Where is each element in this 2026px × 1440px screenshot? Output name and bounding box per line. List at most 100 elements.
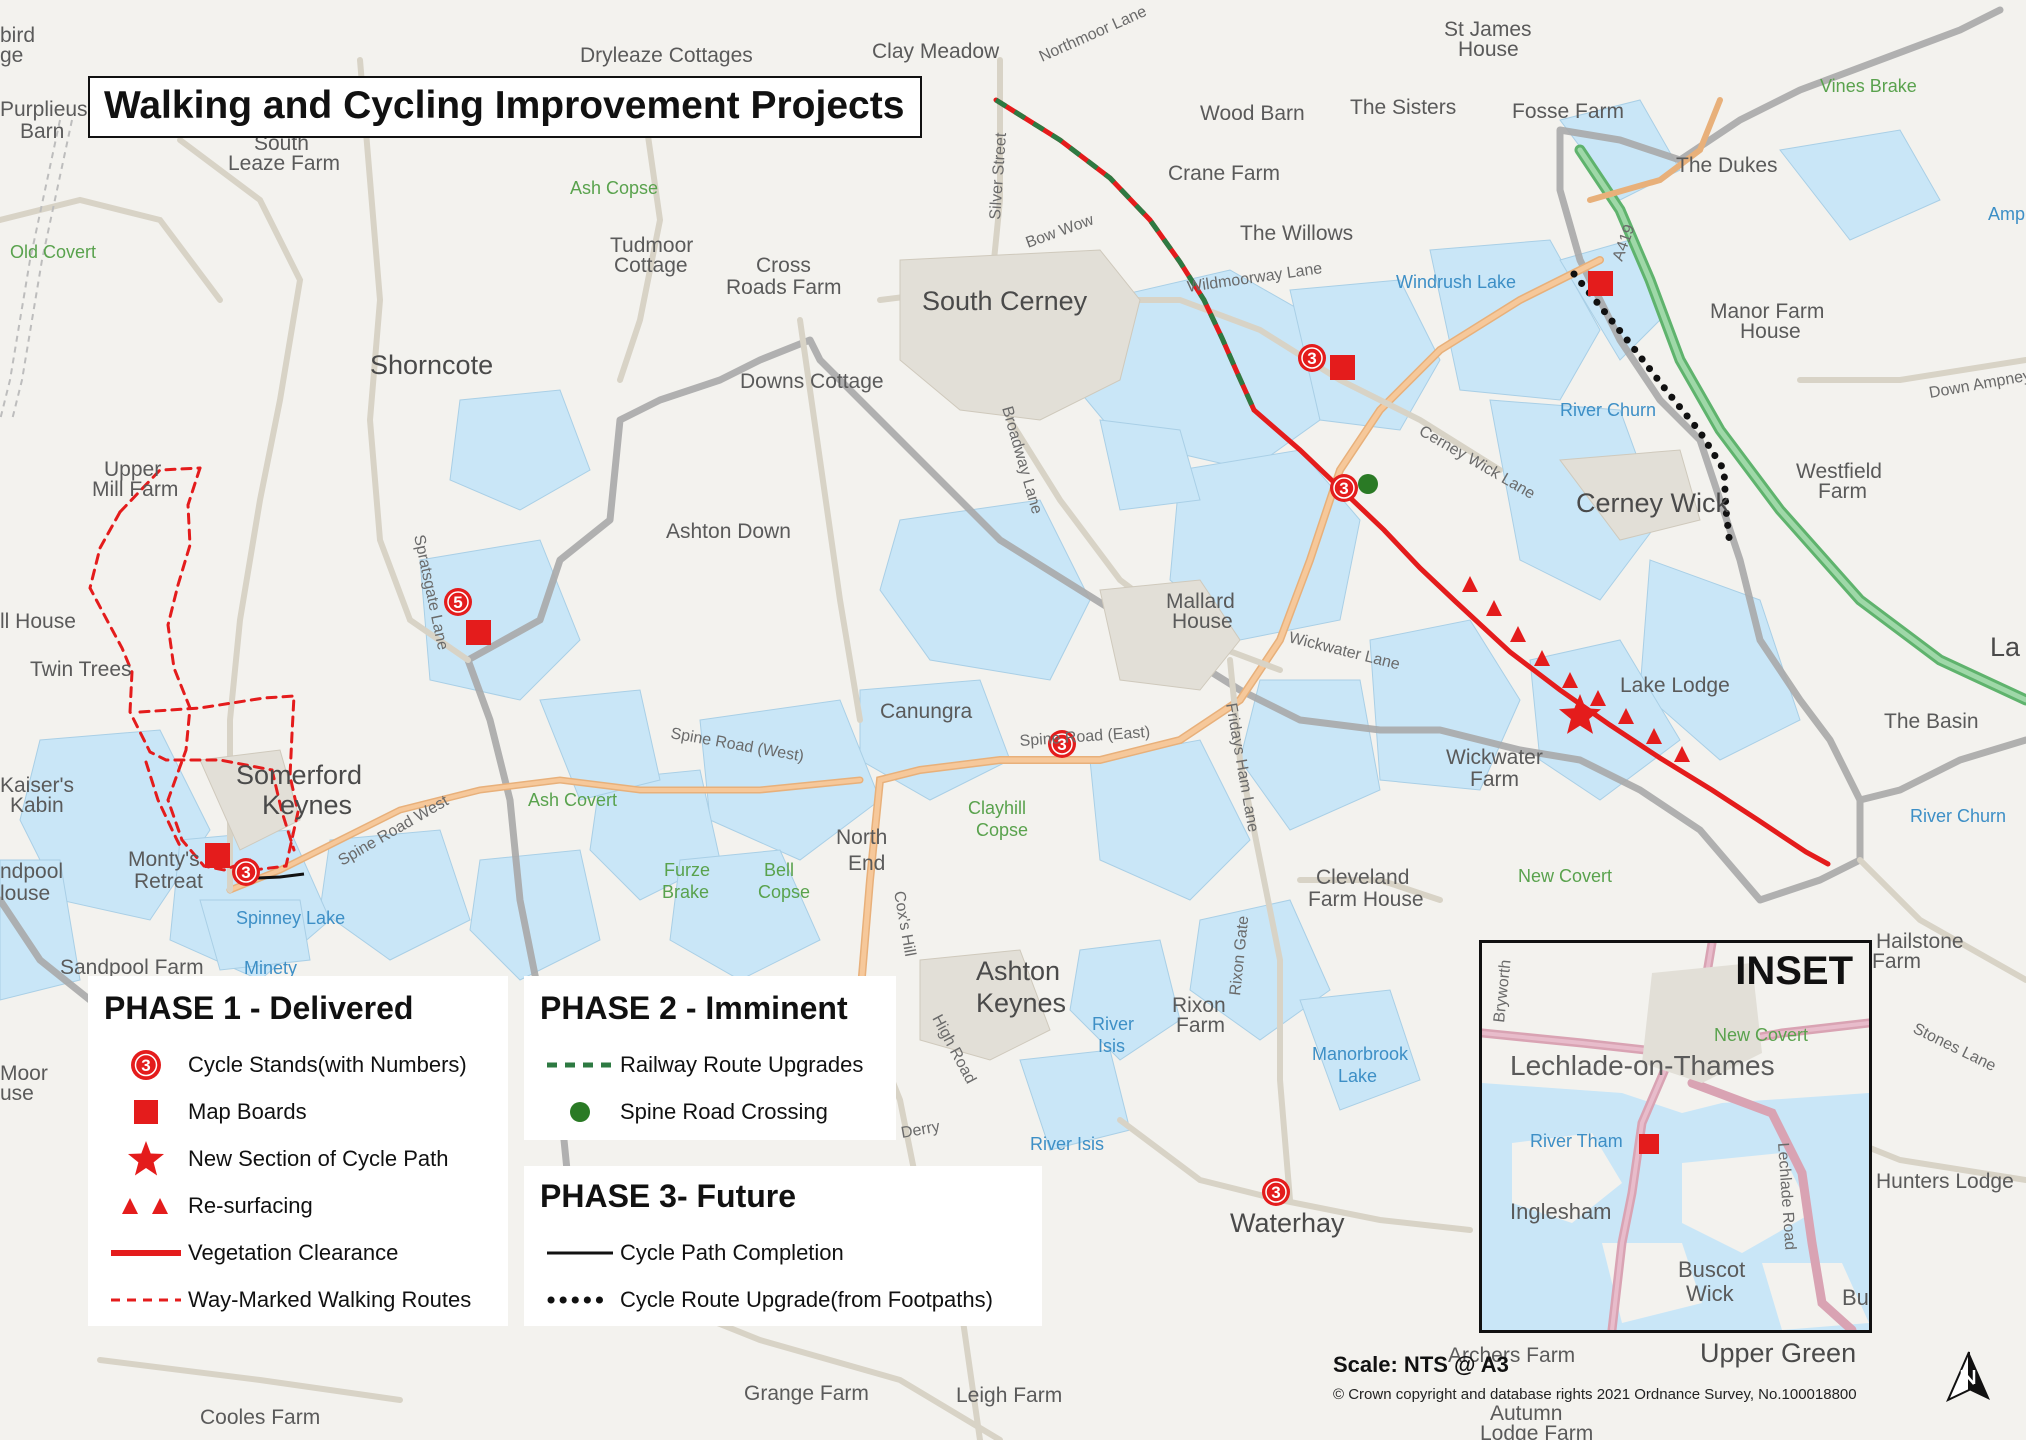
resurfacing-triangle — [1486, 600, 1502, 616]
legend-label: Cycle Route Upgrade(from Footpaths) — [620, 1286, 993, 1312]
place-label: Farm — [1872, 950, 1921, 973]
place-label: Clay Meadow — [872, 40, 1000, 63]
town-label: House — [1172, 610, 1233, 633]
place-label: Upper — [104, 458, 161, 481]
water-label: Amp — [1988, 204, 2025, 224]
water-label: River — [1092, 1014, 1134, 1034]
wood-label: Copse — [758, 882, 810, 902]
resurfacing-triangle — [1646, 728, 1662, 744]
black-line-icon — [540, 1236, 620, 1270]
place-label: Westfield — [1796, 460, 1882, 483]
cycle-stand-number: 3 — [241, 863, 250, 882]
place-label: Cleveland — [1316, 866, 1409, 889]
cycle-stand-icon: 3 — [104, 1048, 188, 1082]
place-label: Fosse Farm — [1512, 100, 1624, 123]
place-label: Twin Trees — [30, 658, 132, 681]
place-label: Archers Farm — [1448, 1344, 1575, 1367]
legend-row-new-path: New Section of Cycle Path — [104, 1135, 508, 1182]
wood-label: Bell — [764, 860, 794, 880]
town-label: Shorncote — [370, 350, 493, 380]
place-label: Dryleaze Cottages — [580, 44, 753, 67]
place-label: Cross — [756, 254, 811, 277]
place-label: Cottage — [614, 254, 688, 277]
cycle-stand-number: 3 — [1271, 1183, 1280, 1202]
spine-road-crossing-dot — [1358, 474, 1378, 494]
legend-row-spine-crossing: Spine Road Crossing — [540, 1088, 896, 1135]
legend-label: Vegetation Clearance — [188, 1239, 399, 1265]
copyright-note: © Crown copyright and database rights 20… — [1333, 1386, 1857, 1403]
place-label: Kaiser's — [0, 774, 74, 797]
town-label: Upper Green — [1700, 1338, 1856, 1368]
legend-label: Re-surfacing — [188, 1192, 313, 1218]
place-label: Autumn — [1490, 1402, 1562, 1425]
cycle-stand-marker: 3 — [232, 858, 260, 886]
resurfacing-triangle — [1534, 650, 1550, 666]
legend-row-walking: Way-Marked Walking Routes — [104, 1276, 508, 1323]
water-label: Minety — [244, 958, 297, 978]
road-label: Derry — [900, 1118, 941, 1142]
cycle-stand-number: 3 — [1307, 349, 1316, 368]
inset-place-label: Inglesham — [1510, 1199, 1612, 1224]
legend-phase3-heading: PHASE 3- Future — [540, 1178, 797, 1214]
map-title: Walking and Cycling Improvement Projects — [104, 84, 905, 127]
inset-road-label: Bryworth — [1491, 959, 1515, 1024]
triangle-icon — [104, 1189, 188, 1223]
cycle-stand-marker: 3 — [1330, 474, 1358, 502]
lakes — [0, 99, 1941, 1151]
map-boards — [205, 271, 1613, 868]
legend-phase2-heading: PHASE 2 - Imminent — [540, 990, 848, 1026]
resurfacing-triangle — [1674, 746, 1690, 762]
town-label: Cerney Wick — [1576, 488, 1730, 518]
title-box: Walking and Cycling Improvement Projects — [88, 76, 923, 138]
place-label: Moor — [0, 1062, 48, 1085]
place-label: St James — [1444, 18, 1532, 41]
resurfacing-triangle — [1462, 576, 1478, 592]
wood-label: Clayhill — [968, 798, 1026, 818]
place-label: Lodge Farm — [1480, 1422, 1593, 1440]
place-label: Manor Farm — [1710, 300, 1824, 323]
legend-cycle-stand-number: 3 — [141, 1056, 150, 1075]
town-label: Canungra — [880, 700, 973, 723]
place-label: Leigh Farm — [956, 1384, 1062, 1407]
wood-label: Ash Covert — [528, 790, 617, 810]
water-label: Windrush Lake — [1396, 272, 1516, 292]
water-label: Lake — [1338, 1066, 1377, 1086]
place-label: La — [1990, 632, 2021, 662]
place-label: The Dukes — [1676, 154, 1778, 177]
place-label: The Willows — [1240, 222, 1353, 245]
place-label: The Basin — [1884, 710, 1979, 733]
legend-label: Spine Road Crossing — [620, 1098, 828, 1124]
railway-route-upgrade — [994, 97, 1257, 412]
legend-label: Railway Route Upgrades — [620, 1051, 864, 1077]
town-label: Waterhay — [1230, 1208, 1345, 1238]
inset-map-board-square — [1639, 1134, 1659, 1154]
legend-label: Way-Marked Walking Routes — [188, 1286, 472, 1312]
place-label: Rixon — [1172, 994, 1226, 1017]
place-label: Wood Barn — [1200, 102, 1305, 125]
north-arrow-icon — [1946, 1351, 1990, 1403]
place-label: Farm — [1176, 1014, 1225, 1037]
resurfacing-triangle — [1590, 690, 1606, 706]
place-label: Hunters Lodge — [1876, 1170, 2014, 1193]
legend-phase1-heading: PHASE 1 - Delivered — [104, 990, 414, 1026]
legend-row-railway: Railway Route Upgrades — [540, 1041, 896, 1088]
water-label: River Churn — [1910, 806, 2006, 826]
cycle-stands: 3 3 3 5 3 3 — [232, 344, 1358, 1206]
place-label: Tudmoor — [610, 234, 693, 257]
legend-row-vegetation: Vegetation Clearance — [104, 1229, 508, 1276]
place-label: The Sisters — [1350, 96, 1456, 119]
water-label: River Churn — [1560, 400, 1656, 420]
star-icon — [104, 1140, 188, 1176]
inset-title: INSET — [1735, 949, 1853, 993]
water-label: Vines Brake — [1820, 76, 1917, 96]
map-board-square — [205, 843, 230, 868]
cycle-stand-number: 3 — [1339, 479, 1348, 498]
resurfacing-triangle — [1510, 626, 1526, 642]
legend-row-route-upgrade: Cycle Route Upgrade(from Footpaths) — [540, 1276, 1042, 1323]
inset-water-label: River Tham — [1530, 1131, 1623, 1151]
main-roads — [226, 97, 2026, 1004]
place-label: use — [0, 1082, 34, 1105]
place-label: House — [1458, 38, 1519, 61]
place-label: Barn — [20, 120, 64, 143]
place-label: Mill Farm — [92, 478, 178, 501]
